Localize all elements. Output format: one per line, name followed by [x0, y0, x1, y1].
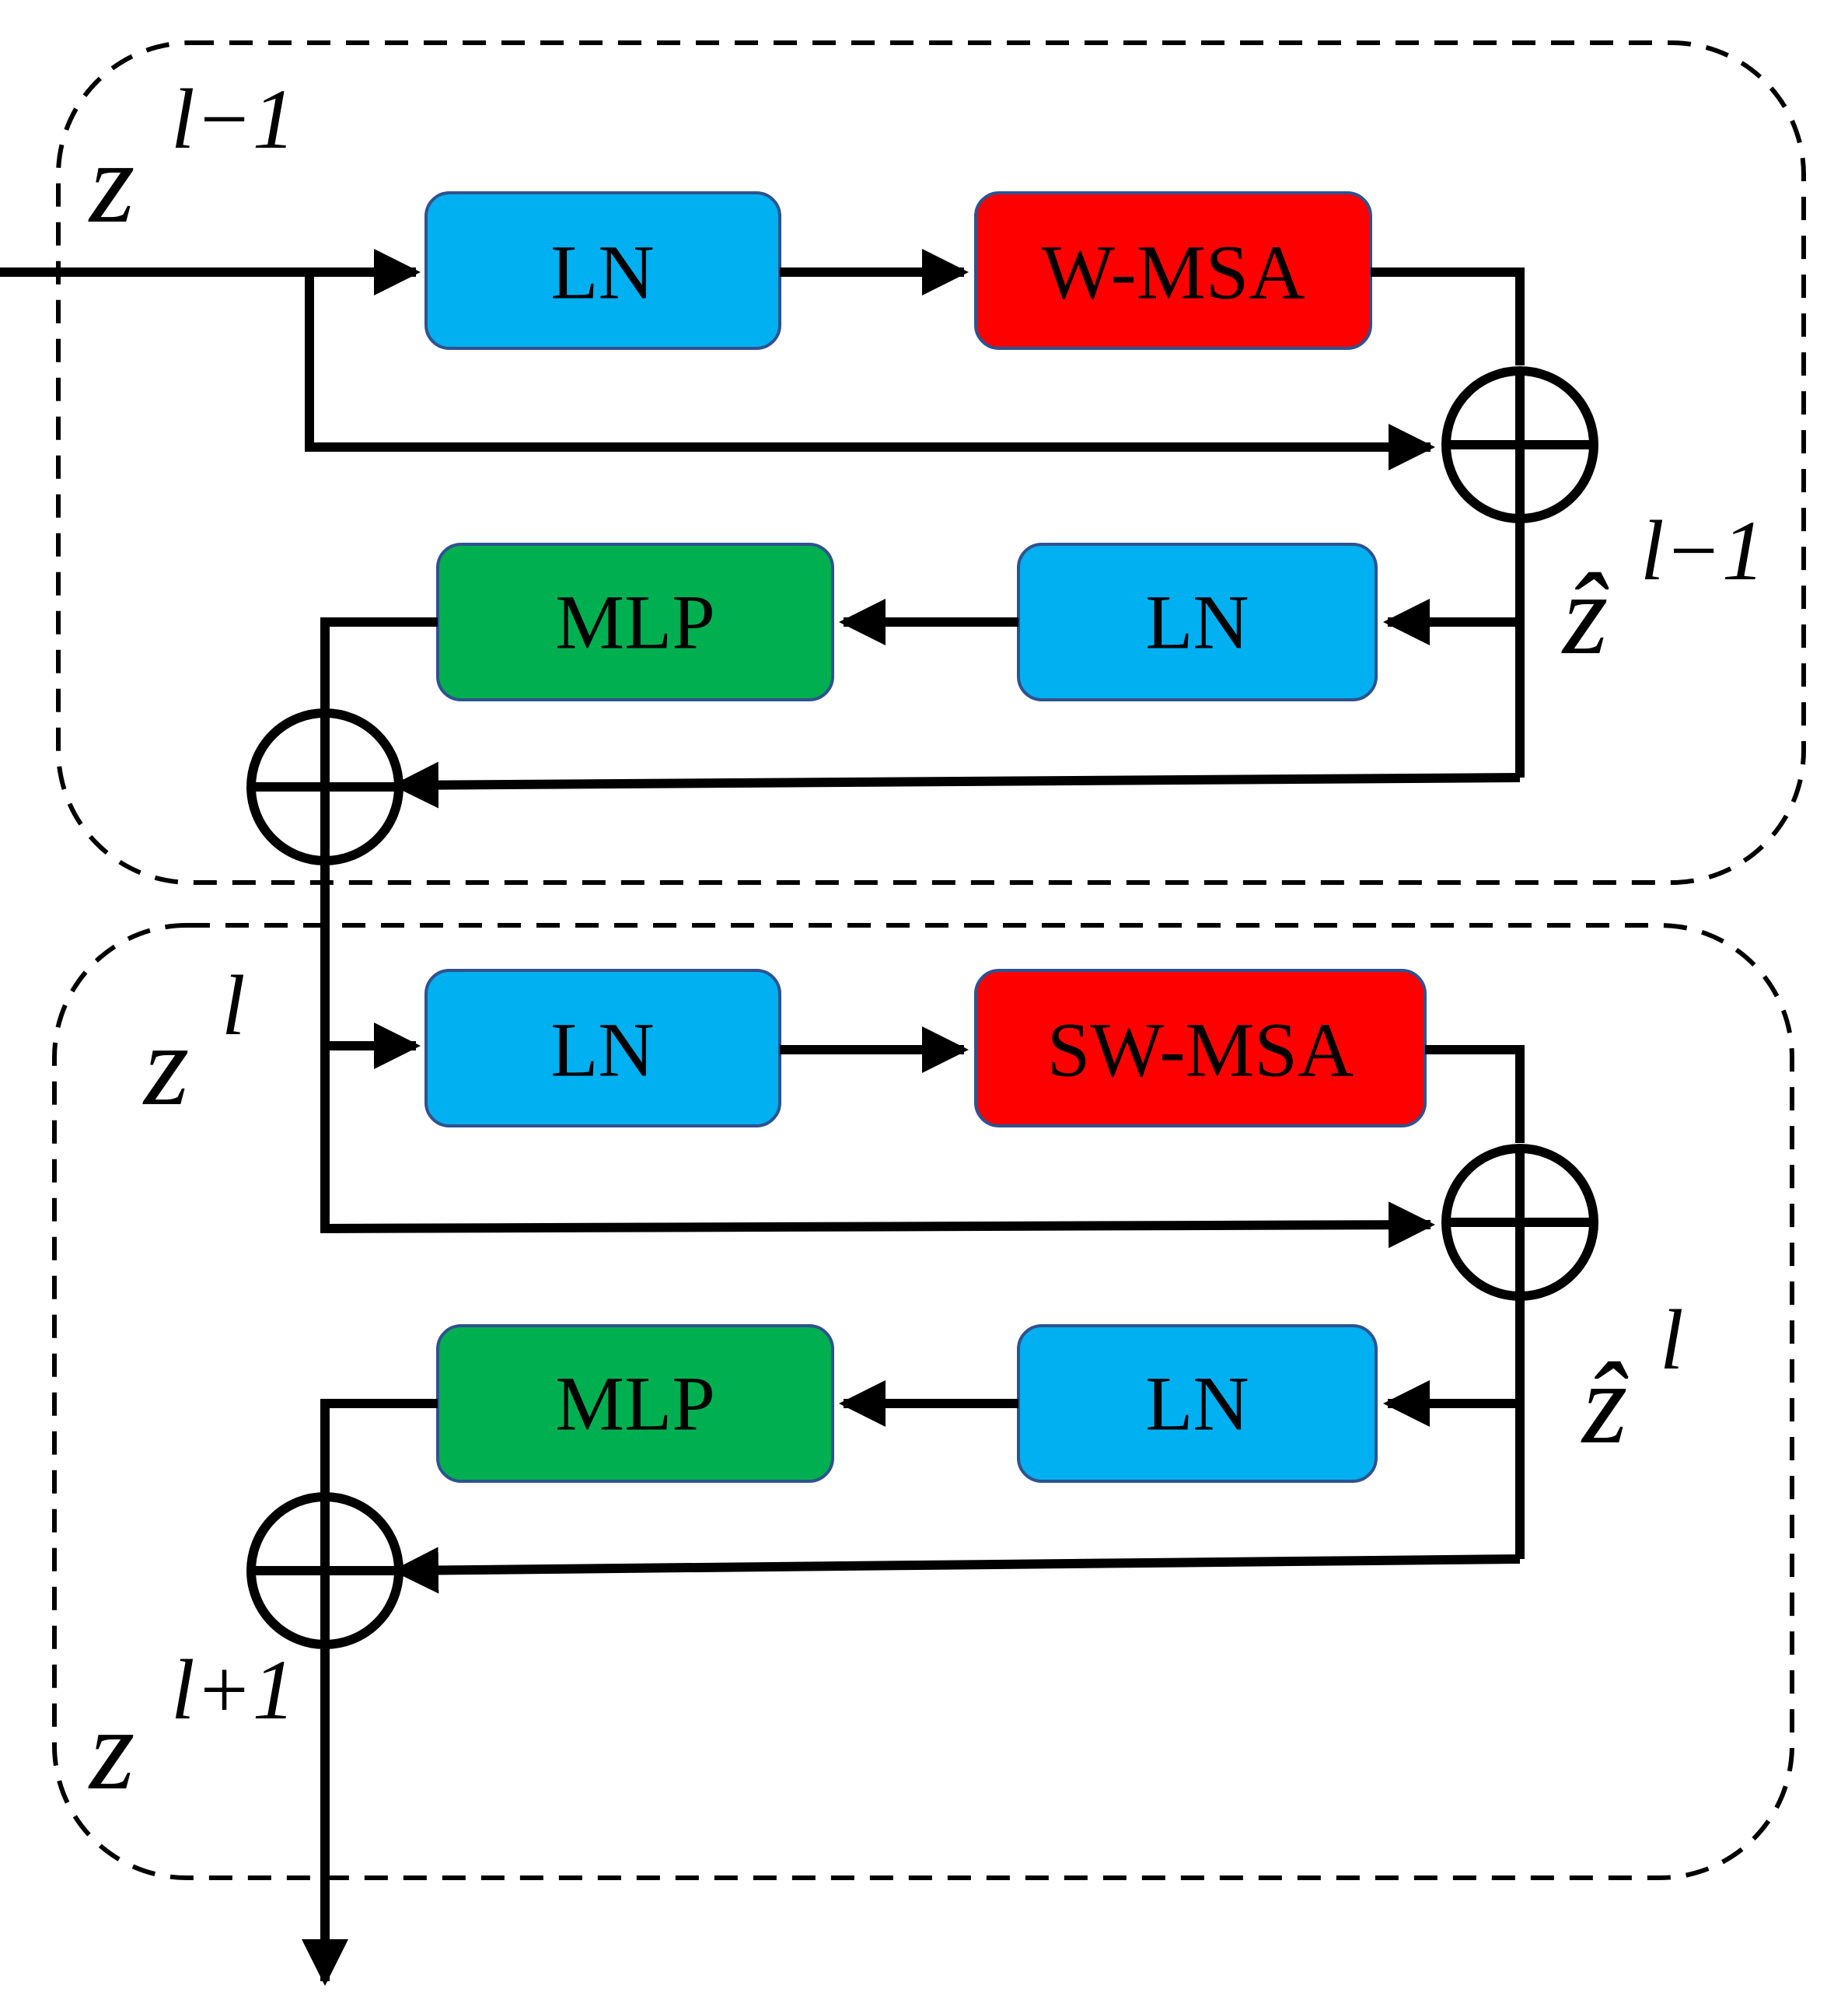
w-msa-box-label: W-MSA	[1042, 229, 1305, 316]
ln-box-2-label: LN	[1145, 579, 1249, 666]
sw-msa-box: SW-MSA	[974, 969, 1427, 1127]
mlp2-to-sum-line	[320, 1399, 438, 1497]
mlp-box-2-label: MLP	[555, 1361, 715, 1447]
ln-box-4-label: LN	[1145, 1361, 1249, 1447]
sw-msa-box-label: SW-MSA	[1047, 1007, 1354, 1093]
mlp1-to-sum-line	[320, 617, 438, 711]
w-msa-box: W-MSA	[974, 191, 1372, 350]
sum-node-3	[1441, 1144, 1598, 1301]
skip-connection-2	[392, 761, 1521, 809]
var-z-l-minus-1: z l−1	[88, 72, 295, 247]
ln-box-2: LN	[1017, 543, 1378, 701]
var-z-l-minus-1-base: z	[88, 118, 134, 247]
var-z-l-base: z	[142, 1001, 189, 1130]
wmsa-to-sum-line	[1371, 267, 1525, 365]
var-zhat-l-minus-1: ẑ l−1	[1561, 503, 1765, 679]
var-z-l-plus-1-base: z	[88, 1685, 134, 1814]
var-z-l-plus-1-sup: l+1	[171, 1642, 295, 1737]
skip-connection-3	[320, 1046, 1435, 1249]
sum-node-2	[246, 708, 403, 865]
skip-connection-1	[305, 272, 1435, 470]
sum-node-4	[246, 1492, 403, 1649]
skip-connection-4	[392, 1547, 1521, 1594]
var-z-l: z l	[142, 958, 246, 1130]
ln-box-1: LN	[424, 191, 781, 350]
ln-box-4: LN	[1017, 1324, 1378, 1483]
var-z-l-plus-1: z l+1	[88, 1642, 295, 1814]
var-zhat-l-base: ẑ	[1581, 1339, 1629, 1468]
var-zhat-l-sup: l	[1660, 1292, 1684, 1387]
var-zhat-l-minus-1-base: ẑ	[1561, 550, 1609, 679]
var-zhat-l-minus-1-sup: l−1	[1640, 503, 1765, 598]
var-z-l-minus-1-sup: l−1	[171, 72, 295, 166]
mlp-box-1-label: MLP	[555, 579, 715, 666]
block-2-dashed-border	[52, 923, 1794, 1880]
mlp-box-1: MLP	[436, 543, 834, 701]
var-zhat-l: ẑ l	[1581, 1292, 1684, 1468]
ln-box-1-label: LN	[550, 229, 654, 316]
ln-box-3-label: LN	[550, 1007, 654, 1093]
var-z-l-sup: l	[222, 958, 246, 1053]
swmsa-to-sum-line	[1425, 1045, 1525, 1143]
ln-box-3: LN	[424, 969, 781, 1127]
mlp-box-2: MLP	[436, 1324, 834, 1483]
sum-node-1	[1441, 366, 1598, 523]
block-1-dashed-border	[56, 40, 1806, 885]
